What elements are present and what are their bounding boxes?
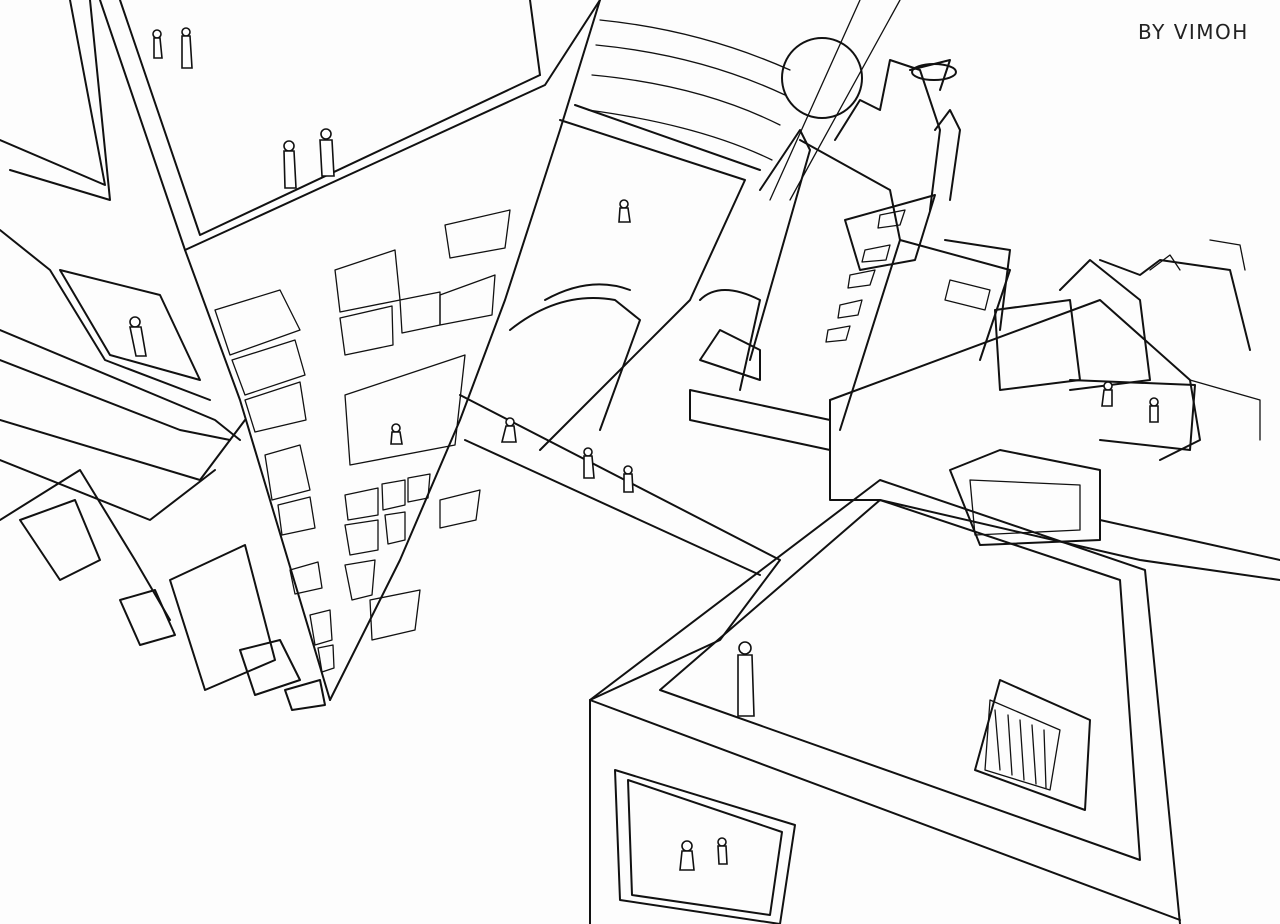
central-deck xyxy=(459,59,1011,701)
figure xyxy=(500,417,517,443)
left-platforms xyxy=(0,0,326,711)
figure xyxy=(1149,397,1159,423)
background-arc xyxy=(587,0,901,201)
left-tower xyxy=(99,0,601,701)
people xyxy=(129,27,1159,871)
figure xyxy=(129,316,147,357)
foreground-platform xyxy=(589,479,1181,924)
figure xyxy=(623,465,634,493)
figure xyxy=(181,27,193,69)
figure xyxy=(152,29,163,59)
figure xyxy=(679,840,695,871)
artist-signature: BY VIMOH xyxy=(1138,20,1249,44)
figure xyxy=(717,837,728,865)
right-buildings xyxy=(829,239,1280,581)
figure xyxy=(1101,381,1113,407)
figure xyxy=(390,423,403,445)
figure xyxy=(319,128,335,177)
figure xyxy=(737,641,755,717)
figure xyxy=(283,140,297,189)
figure xyxy=(618,199,631,223)
figure xyxy=(583,447,595,479)
